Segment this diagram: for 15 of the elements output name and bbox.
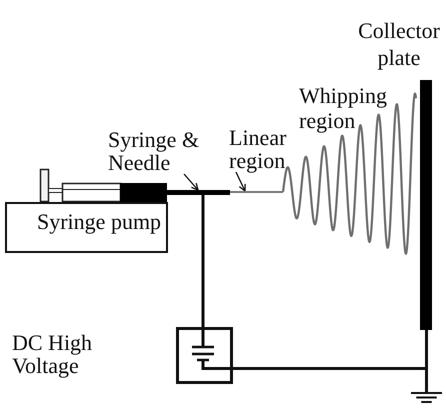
wire <box>202 195 204 327</box>
leader-arrow <box>235 172 246 192</box>
part-label: DC High Voltage <box>12 331 94 377</box>
leader-arrow <box>184 174 199 191</box>
callout-label: Linear region <box>229 126 288 172</box>
collector-plate <box>420 80 432 330</box>
part-label: Collector plate <box>358 17 440 71</box>
pump-label: Syringe pump <box>37 209 162 234</box>
region-label: Whipping region <box>299 83 388 133</box>
linear-jet <box>230 191 283 193</box>
ground-symbol <box>411 392 442 403</box>
callout-label: Syringe & Needle <box>108 128 201 174</box>
power-supply-box <box>176 327 233 384</box>
needle <box>167 190 230 195</box>
pump-box <box>5 202 168 253</box>
